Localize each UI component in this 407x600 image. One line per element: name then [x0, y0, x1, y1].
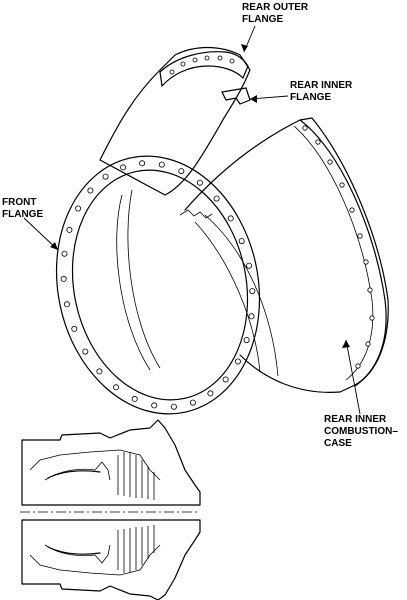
- bolt-hole: [178, 168, 185, 175]
- rear-inner-flange-edge-inner: [293, 125, 374, 381]
- bolt-hole: [64, 301, 71, 308]
- label-rear-outer-flange-l2: FLANGE: [242, 14, 283, 25]
- bolt-hole: [238, 238, 245, 245]
- bolt-hole: [207, 390, 214, 397]
- rear-inner-flange-holes: [302, 125, 375, 369]
- bolt-hole: [131, 395, 138, 402]
- engine-lower-casing: [21, 519, 201, 600]
- bolt-hole: [113, 384, 120, 391]
- front-flange-outer: [55, 155, 261, 415]
- front-inner-liner: [116, 194, 151, 371]
- engine-lower-inner: [29, 544, 161, 576]
- engine-upper-inner: [29, 449, 161, 481]
- engine-section-inset: [20, 419, 201, 600]
- engine-lower-blades: [117, 525, 155, 573]
- rear-inner-flange-edge: [299, 119, 387, 387]
- label-front-flange-l2: FLANGE: [2, 209, 43, 220]
- outer-shell: [99, 46, 251, 196]
- bolt-hole: [327, 159, 333, 165]
- bolt-hole: [302, 125, 308, 131]
- callout-labels: REAR OUTER FLANGE REAR INNER FLANGE FRON…: [2, 2, 398, 449]
- bolt-hole: [357, 233, 363, 239]
- bolt-hole: [158, 161, 165, 168]
- label-rear-inner-case-l1: REAR INNER: [324, 414, 387, 425]
- bolt-hole: [60, 275, 67, 282]
- label-rear-outer-flange-l1: REAR OUTER: [242, 2, 309, 13]
- bolt-hole: [96, 368, 103, 375]
- label-rear-inner-case-l2: COMBUSTION–: [324, 426, 398, 437]
- rear-inner-interior-2: [204, 214, 279, 377]
- leader-rear-inner-case: [345, 339, 361, 415]
- bolt-hole: [365, 341, 371, 347]
- engine-upper-blades: [117, 452, 155, 500]
- bolt-hole: [245, 262, 252, 269]
- leader-lines: [23, 25, 361, 415]
- rear-outer-flange-ring: [159, 51, 249, 87]
- bolt-hole: [102, 173, 109, 180]
- rear-inner-flange-tab: [221, 87, 251, 105]
- bolt-hole: [66, 226, 73, 233]
- bolt-hole: [222, 376, 229, 383]
- bolt-hole: [363, 259, 369, 265]
- inner-lip: [179, 209, 213, 219]
- bolt-hole: [369, 315, 375, 321]
- bolt-hole: [71, 325, 78, 332]
- bolt-hole: [339, 182, 345, 188]
- bolt-hole: [75, 205, 82, 212]
- label-front-flange-l1: FRONT: [2, 197, 36, 208]
- bolt-hole: [367, 287, 373, 293]
- bolt-hole: [139, 160, 146, 167]
- bolt-hole: [170, 403, 177, 410]
- rear-inner-case-shell: [184, 117, 389, 393]
- bolt-hole: [227, 215, 234, 222]
- bolt-hole: [349, 207, 355, 213]
- combustion-case-illustration: [55, 46, 389, 415]
- bolt-hole: [82, 348, 89, 355]
- bolt-hole: [87, 187, 94, 194]
- bolt-hole: [151, 402, 158, 409]
- bolt-hole: [61, 250, 68, 257]
- engine-upper-casing: [21, 419, 201, 506]
- bolt-hole: [315, 139, 321, 145]
- front-flange-inner: [71, 169, 249, 401]
- bolt-hole: [249, 288, 256, 295]
- front-inner-liner-2: [127, 189, 161, 369]
- engine-upper-highlight: [47, 470, 101, 479]
- bolt-hole: [248, 313, 255, 320]
- bolt-hole: [355, 363, 361, 369]
- bolt-hole: [234, 358, 241, 365]
- label-rear-inner-flange-l2: FLANGE: [290, 92, 331, 103]
- label-rear-inner-case-l3: CASE: [324, 438, 352, 449]
- rear-outer-flange-holes: [169, 55, 235, 75]
- label-rear-inner-flange-l1: REAR INNER: [290, 80, 353, 91]
- bolt-hole: [120, 164, 127, 171]
- bolt-hole: [213, 195, 220, 202]
- bolt-hole: [189, 399, 196, 406]
- bolt-hole: [243, 337, 250, 344]
- engine-lower-highlight: [47, 546, 101, 555]
- rear-inner-interior-1: [194, 221, 261, 373]
- front-flange-holes: [60, 160, 256, 410]
- bolt-hole: [196, 179, 203, 186]
